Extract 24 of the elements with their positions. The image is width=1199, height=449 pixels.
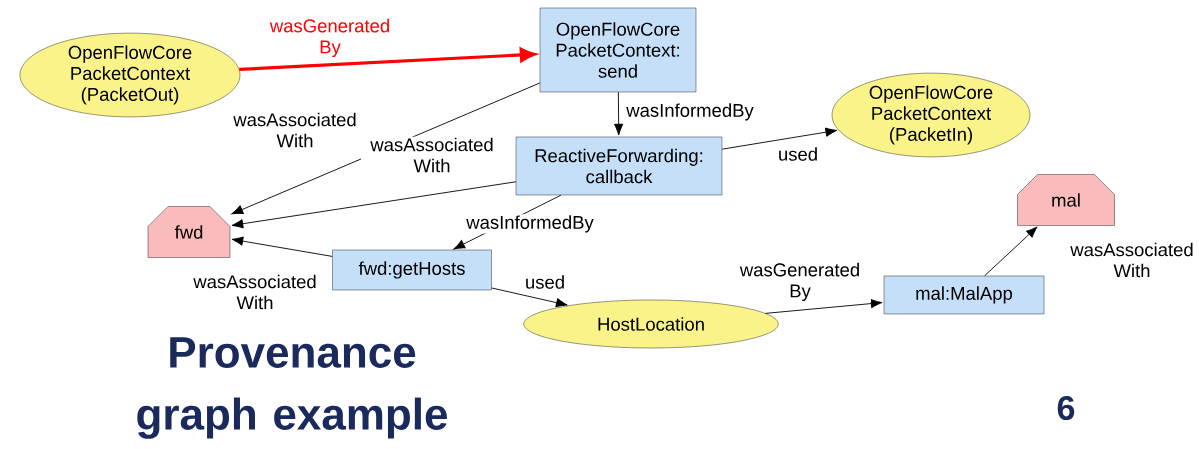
activity-box: fwd:getHosts [332,249,492,291]
edge-label: wasAssociated With [184,273,326,311]
activity-box: mal:MalApp [883,275,1045,315]
arrow [721,127,838,150]
activity-box: ReactiveForwarding: callback [515,136,723,196]
edge-label: wasInformedBy [625,102,755,122]
agent-pentagon: mal [1017,174,1115,226]
agent-pentagon: fwd [147,206,231,258]
arrow [614,91,624,136]
edge-label: wasInformedBy [465,214,595,234]
activity-box: OpenFlowCore PacketContext: send [539,7,697,93]
arrow [231,236,333,257]
slide-title: Provenance graph example [137,337,447,439]
page-number: 6 [1057,395,1075,420]
edge-label: used [523,274,567,290]
edge-label: wasAssociated With [361,136,503,174]
edge-label: used [776,146,820,162]
arrow [231,181,517,229]
edge-label: wasAssociated With [1061,241,1199,279]
arrow [491,287,568,308]
arrow [765,298,883,314]
edge-label: wasGenerated By [729,261,871,303]
edge-label: wasGenerated By [259,17,401,59]
arrow [984,226,1038,277]
